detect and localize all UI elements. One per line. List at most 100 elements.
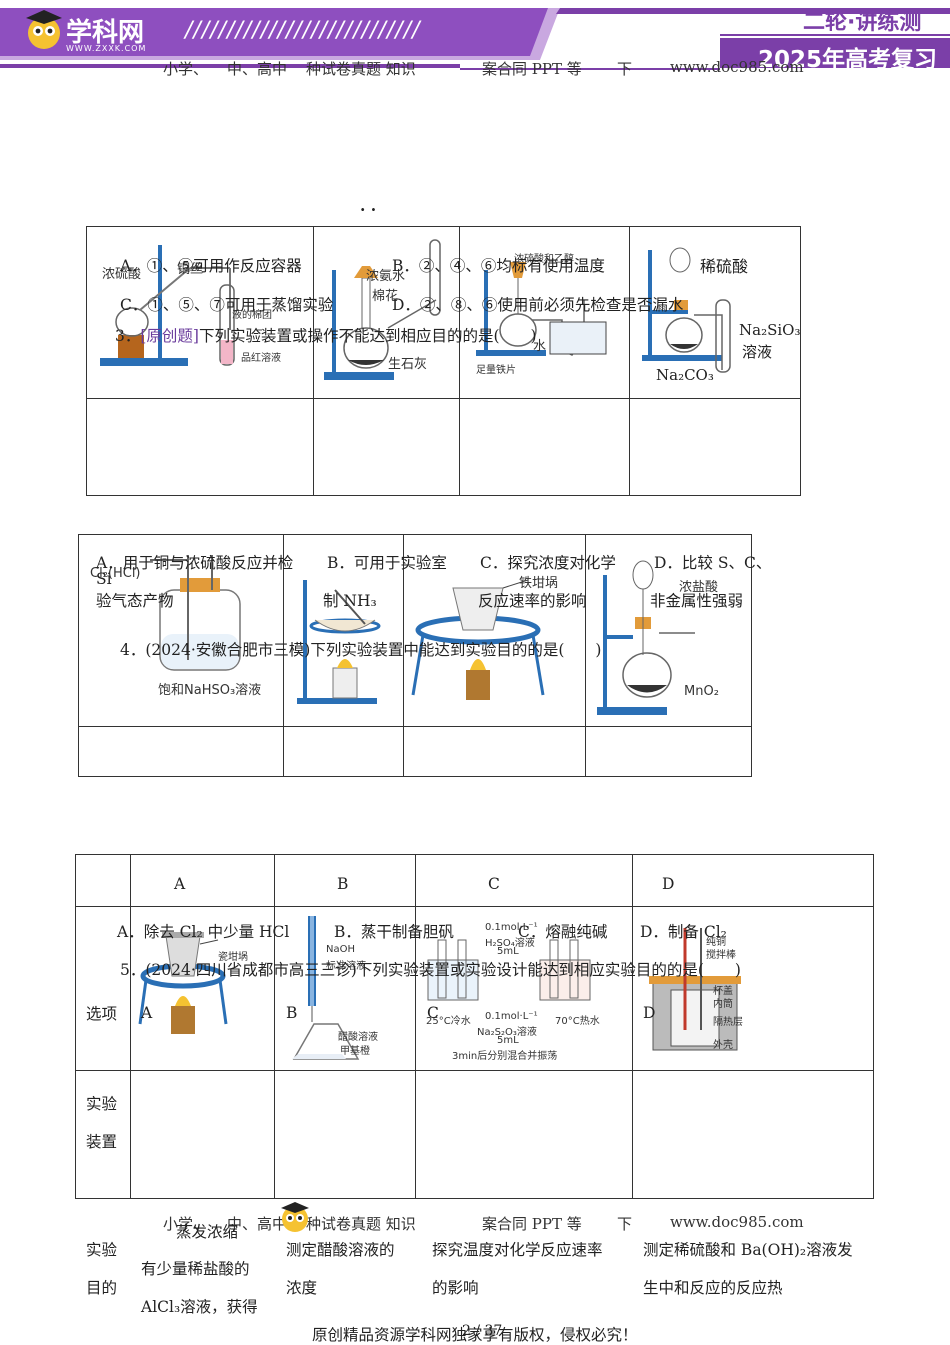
header-series-title: 二轮·讲练测: [803, 10, 922, 35]
table3-col-line: [274, 854, 275, 1199]
watermark-top-3: 种试卷真题 知识: [306, 60, 416, 78]
table3-col-line: [632, 854, 633, 1199]
table3-fig-label: 醋酸溶液: [338, 1032, 378, 1043]
q3-answer-b-line2: 制 NH₃: [323, 592, 377, 610]
table3-fig-label: 25°C冷水: [426, 1016, 471, 1027]
table2-divider: [78, 726, 752, 727]
fig2-label: Cl₂(HCl): [90, 566, 141, 581]
watermark-bottom-4: 案合同 PPT 等: [482, 1215, 582, 1233]
header-slashes: ////////////////////////////: [185, 18, 421, 43]
table3-row-line: [75, 1070, 874, 1071]
q3-tag: [原创题]: [140, 327, 199, 345]
watermark-bottom-url: www.doc985.com: [670, 1213, 804, 1231]
purpose-a-line1: 蒸发浓缩: [176, 1223, 239, 1241]
q4-option-a: A．除去 Cl₂ 中少量 HCl: [117, 923, 290, 941]
watermark-top-2: 中、高中: [227, 60, 288, 78]
fig1-label: 浓氨水: [366, 269, 406, 284]
header-year-title: 2025年高考复习: [758, 47, 938, 73]
table3-col-line: [130, 854, 131, 1199]
apparatus-titration: [292, 916, 360, 1060]
table3-fig-label: Na₂S₂O₃溶液: [477, 1027, 537, 1038]
logo-text: 学科网: [66, 18, 145, 48]
figure-table-2: [78, 534, 752, 777]
table1-col-line: [459, 226, 460, 496]
watermark-bottom-5: 下: [617, 1215, 633, 1233]
q4-stem: 4．(2024·安徽合肥市三模)下列实验装置中能达到实验目的的是( ): [120, 641, 602, 659]
q5-stem: 5．(2024·四川省成都市高三三诊)下列实验装置或实验设计能达到相应实验目的的…: [120, 961, 741, 979]
fig2-label: 浓盐酸: [679, 580, 719, 595]
table3-row-label-option: 选项: [86, 1005, 118, 1023]
table3-fig-label: 标准溶液: [326, 961, 366, 972]
table3-letter-b: B: [286, 1004, 298, 1022]
q3-answer-d-line2: 非金属性强弱: [650, 592, 744, 610]
q2-option-d: D．②、⑧、⑥使用前必须先检查是否漏水: [392, 296, 684, 314]
fig1-label: Na₂SiO₃: [739, 321, 801, 339]
fig2-label: 饱和NaHSO₃溶液: [158, 683, 262, 698]
apparatus-gas-washing-bottle: [150, 555, 241, 671]
apparatus-temperature-rate: [427, 939, 591, 1001]
logo-url: WWW.ZXXK.COM: [66, 44, 147, 53]
watermark-top-4: 案合同 PPT 等: [482, 60, 582, 78]
table2-col-line: [283, 534, 284, 777]
table3-fig-label: 杯盖: [713, 986, 733, 997]
apparatus-crucible-evaporation: [138, 932, 228, 1034]
stray-dots: · ·: [360, 200, 377, 219]
watermark-top-1: 小学、: [163, 60, 209, 78]
fig1-label: 浓硫酸: [102, 267, 142, 282]
table3-fig-label: 内筒: [713, 999, 733, 1010]
purpose-d-line2: 生中和反应的反应热: [643, 1279, 783, 1297]
footer-page-number: 2 / 37: [462, 1323, 503, 1339]
table3-letter-c: C: [427, 1004, 439, 1022]
table3-row-label-purpose-2: 目的: [86, 1279, 118, 1297]
fig2-label: MnO₂: [684, 684, 719, 699]
table3-header-d: D: [662, 875, 675, 893]
q4-option-d: D．制备 Cl₂: [640, 923, 727, 941]
purpose-c-line1: 探究温度对化学反应速率: [432, 1241, 603, 1259]
table3-header-a: A: [174, 875, 186, 893]
watermark-top-url: www.doc985.com: [670, 58, 804, 76]
table3-fig-label: 甲基橙: [340, 1046, 370, 1057]
table3-letter-a: A: [141, 1004, 153, 1022]
q4-option-c: C．熔融纯碱: [518, 923, 608, 941]
q2-option-a: A．①、⑤可用作反应容器: [120, 257, 302, 275]
table3-row-label-apparatus-1: 实验: [86, 1095, 118, 1113]
table3-row-label-apparatus-2: 装置: [86, 1133, 118, 1151]
fig1-label: 稀硫酸: [700, 257, 749, 276]
fig1-label: 浓硫酸和乙醇: [514, 254, 574, 265]
table3-fig-label: NaOH: [326, 944, 355, 955]
table3-fig-label: 搅拌棒: [706, 950, 736, 961]
table3-fig-label: 外壳: [713, 1040, 733, 1051]
apparatus-nonmetal-compare: [642, 247, 731, 373]
table3-fig-label: 3min后分别混合并振荡: [452, 1051, 558, 1062]
q3-number: 3．: [115, 327, 141, 345]
watermark-top-5: 下: [617, 60, 633, 78]
apparatus-iron-reaction: [476, 262, 607, 356]
table3-header-c: C: [488, 875, 500, 893]
q4-option-b: B．蒸干制备胆矾: [334, 923, 454, 941]
table2-col-line: [403, 534, 404, 777]
q3-stem: 3．[原创题]下列实验装置或操作不能达到相应目的的是( ): [115, 324, 537, 346]
table3-fig-label: 0.1mol·L⁻¹: [485, 1011, 538, 1022]
footer-copyright: 原创精品资源学科网独家享有版权，侵权必究！: [312, 1326, 638, 1344]
apparatus-ammonia: [324, 239, 441, 380]
q3-answer-c-line1: C．探究浓度对化学: [480, 554, 616, 572]
fig1-label: 水: [533, 339, 547, 354]
fig1-label: 液的棉团: [232, 310, 272, 321]
q3-answer-d-line1: D．比较 S、C、: [654, 554, 772, 572]
table3-fig-label: H₂SO₄溶液: [485, 938, 535, 949]
q2-option-c: C．①、⑤、⑦可用于蒸馏实验: [120, 296, 334, 314]
purpose-b-line1: 测定醋酸溶液的: [286, 1241, 395, 1259]
table3-fig-label: 70°C热水: [555, 1016, 600, 1027]
table3-fig-label: 瓷坩埚: [218, 952, 248, 963]
q3-answer-b-line1: B．可用于实验室: [327, 554, 447, 572]
purpose-b-line2: 浓度: [286, 1279, 318, 1297]
purpose-d-line1: 测定稀硫酸和 Ba(OH)₂溶液发: [643, 1241, 853, 1259]
purpose-a-line3: AlCl₃溶液，获得: [141, 1298, 258, 1316]
table3-fig-label: 隔热层: [713, 1017, 743, 1028]
purpose-a-line2: 有少量稀盐酸的: [141, 1260, 250, 1278]
fig2-label: 铁坩埚: [519, 576, 559, 591]
table3-row-label-purpose-1: 实验: [86, 1241, 118, 1259]
purpose-c-line2: 的影响: [432, 1279, 479, 1297]
fig1-label: Na₂CO₃: [656, 366, 714, 384]
fig1-label: 足量铁片: [476, 365, 516, 376]
